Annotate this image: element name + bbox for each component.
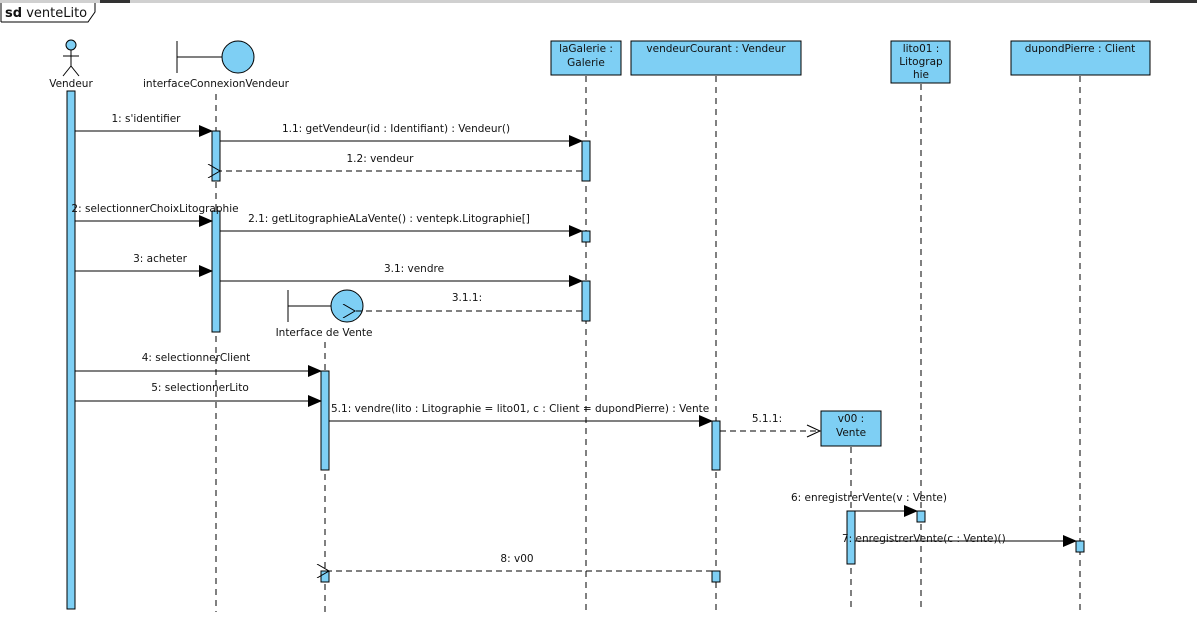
activation-icv-2[interactable] [211,210,221,333]
message-label: 3: acheter [133,253,187,265]
messages: 1: s'identifier 1.1: getVendeur(id : Ide… [71,113,1077,571]
lifeline-label: Galerie [567,57,605,69]
message-3-1-1[interactable]: 3.1.1: [355,292,582,311]
message-label: 6: enregistrerVente(v : Vente) [791,492,947,504]
message-1-2[interactable]: 1.2: vendeur [220,153,582,171]
activation-galerie-3[interactable] [581,280,591,322]
actor-icon [62,39,80,77]
activation-galerie-1[interactable] [581,140,591,182]
top-toolbar-strip [0,0,1197,3]
message-label: 1.2: vendeur [347,153,415,165]
frame-kind: sd venteLito [5,6,87,21]
message-label: 8: v00 [500,553,533,565]
message-8[interactable]: 8: v00 [329,553,712,571]
activation-icv-1[interactable] [211,130,221,182]
message-3-1[interactable]: 3.1: vendre [220,263,583,287]
activation-galerie-2[interactable] [581,230,591,243]
message-5-1-1[interactable]: 5.1.1: [720,413,822,438]
lifeline-label: Vendeur [49,78,93,90]
message-label: 4: selectionnerClient [142,352,251,364]
lifeline-label: Interface de Vente [276,327,373,339]
lifeline-label: lito01 : [903,43,940,55]
lifeline-head-icv[interactable]: interfaceConnexionVendeur [143,40,290,90]
message-label: 3.1: vendre [384,263,444,275]
boundary-icon [176,40,255,74]
lifeline-head-v00[interactable]: v00 : Vente [820,410,882,447]
lifeline-head-dupond[interactable]: dupondPierre : Client [1010,40,1151,76]
boundary-icon [287,289,364,323]
message-label: 3.1.1: [452,292,482,304]
message-3[interactable]: 3: acheter [75,253,213,277]
message-label: 5.1: vendre(lito : Litographie = lito01,… [331,403,709,415]
message-label: 5: selectionnerLito [151,382,249,394]
activation-v00[interactable] [846,510,856,565]
message-label: 1.1: getVendeur(id : Identifiant) : Vend… [282,123,510,135]
lifeline-label: vendeurCourant : Vendeur [646,43,786,55]
message-label: 2.1: getLitographieALaVente() : ventepk.… [248,213,530,225]
lifeline-label: Litograp [899,56,943,68]
message-label: 1: s'identifier [111,113,181,125]
activation-iv-2[interactable] [320,570,330,583]
lifeline-head-galerie[interactable]: laGalerie : Galerie [550,40,622,76]
message-1[interactable]: 1: s'identifier [75,113,213,137]
activation-vendeur[interactable] [66,90,76,610]
message-label: 7: enregistrerVente(c : Vente)() [842,533,1006,545]
lifeline-head-iv[interactable]: Interface de Vente [276,289,373,339]
activation-bars [66,90,1085,610]
activation-dupond[interactable] [1075,540,1085,553]
activation-vcourant-2[interactable] [711,570,721,583]
lifeline-head-vendeur[interactable]: Vendeur [49,39,93,90]
activation-vcourant-1[interactable] [711,420,721,471]
message-7[interactable]: 7: enregistrerVente(c : Vente)() [842,533,1077,547]
lifeline-label: v00 : [838,413,864,425]
activation-lito01[interactable] [916,510,926,523]
lifeline-head-lito01[interactable]: lito01 : Litograp hie [890,40,951,84]
frame-label: sd venteLito [0,3,96,23]
message-5[interactable]: 5: selectionnerLito [75,382,322,407]
message-2[interactable]: 2: selectionnerChoixLitographie [71,203,239,227]
message-label: 2: selectionnerChoixLitographie [71,203,238,215]
message-1-1[interactable]: 1.1: getVendeur(id : Identifiant) : Vend… [220,123,583,147]
lifeline-label: laGalerie : [559,43,613,55]
lifeline-head-vcourant[interactable]: vendeurCourant : Vendeur [630,40,802,76]
message-6[interactable]: 6: enregistrerVente(v : Vente) [791,492,947,517]
lifeline-label: interfaceConnexionVendeur [143,78,290,90]
message-5-1[interactable]: 5.1: vendre(lito : Litographie = lito01,… [329,403,713,427]
lifeline-label: dupondPierre : Client [1025,43,1136,55]
lifeline-label: Vente [836,427,866,439]
message-label: 5.1.1: [752,413,782,425]
message-2-1[interactable]: 2.1: getLitographieALaVente() : ventepk.… [220,213,583,237]
message-4[interactable]: 4: selectionnerClient [75,352,322,377]
activation-iv-1[interactable] [320,370,330,471]
lifeline-label: hie [913,69,929,81]
